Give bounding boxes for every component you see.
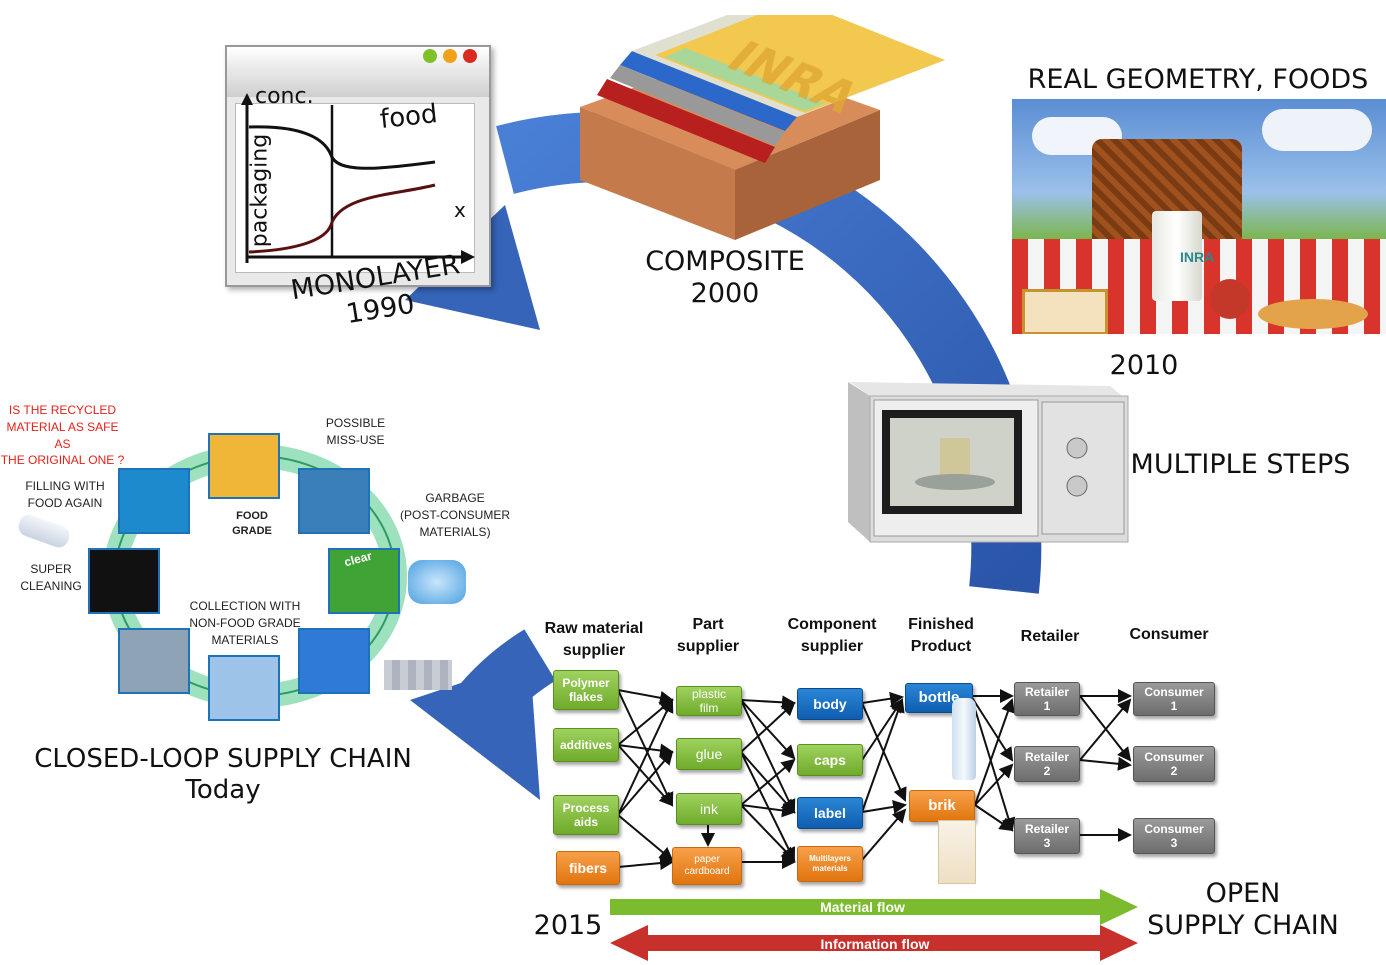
microwave-graphic — [848, 382, 1129, 543]
tile-truck — [298, 628, 370, 694]
col-part-supplier: Part supplier — [676, 616, 740, 655]
composite-label: COMPOSITE — [645, 246, 805, 277]
super-cleaning-label: SUPER CLEANING — [20, 562, 82, 593]
raw-process-aids: Process aids — [553, 795, 619, 835]
component-label: label — [797, 797, 863, 829]
retailer-1: Retailer 1 — [1014, 682, 1080, 716]
plot-ylabel: conc. — [255, 84, 314, 109]
component-body: body — [797, 688, 863, 720]
component-caps: caps — [797, 744, 863, 776]
raw-additives: additives — [553, 728, 619, 762]
closed-loop-today: Today — [185, 775, 261, 806]
retailer-3: Retailer 3 — [1014, 818, 1080, 854]
misuse-label: POSSIBLE MISS-USE — [325, 416, 386, 447]
garbage-label: GARBAGE (POST-CONSUMER MATERIALS) — [400, 491, 511, 539]
composite-year: 2000 — [690, 278, 760, 310]
tile-factory — [118, 628, 190, 694]
composite-title: COMPOSITE 2000 — [620, 246, 830, 311]
monolayer-plot — [241, 93, 475, 264]
composite-layers-graphic — [580, 15, 945, 240]
information-flow-arrow — [610, 925, 1138, 961]
col-raw-material: Raw material supplier — [544, 620, 644, 659]
tile-clear-bin — [328, 548, 400, 614]
bales-icon — [384, 660, 452, 690]
open-supply-chain-title: OPEN SUPPLY CHAIN — [1140, 878, 1346, 943]
raw-polymer-flakes: Polymer flakes — [553, 670, 619, 710]
material-flow-arrow — [610, 889, 1138, 925]
col-finished-product: Finished Product — [908, 616, 974, 655]
safety-question: IS THE RECYCLED MATERIAL AS SAFE AS THE … — [0, 403, 125, 468]
cloud — [1262, 109, 1372, 151]
col-component-supplier: Component supplier — [787, 616, 877, 655]
supply-chain-label: SUPPLY CHAIN — [1147, 910, 1339, 942]
col-consumer: Consumer — [1129, 626, 1209, 643]
crushed-bottles-icon — [408, 560, 466, 604]
closed-loop-title: CLOSED-LOOP SUPPLY CHAIN Today — [18, 744, 428, 806]
collection-label: COLLECTION WITH NON-FOOD GRADE MATERIALS — [189, 599, 301, 647]
pizza — [1258, 299, 1368, 329]
part-plastic-film: plastic film — [676, 686, 742, 716]
tile-jar — [208, 433, 280, 499]
consumer-2: Consumer 2 — [1133, 746, 1215, 782]
food-grade-label: FOOD GRADE — [232, 510, 272, 538]
finished-brik: brik — [909, 790, 975, 822]
year-2015: 2015 — [533, 910, 603, 941]
window-button-green — [423, 49, 437, 63]
tile-plastic-pile — [208, 655, 280, 721]
plot-xlabel: x — [454, 198, 466, 222]
col-retailer: Retailer — [1020, 628, 1080, 645]
cup-brand: INRA — [1180, 249, 1215, 265]
real-geometry-title: REAL GEOMETRY, FOODS — [1027, 64, 1369, 95]
multiple-steps-title: MULTIPLE STEPS — [1130, 449, 1351, 480]
consumer-1: Consumer 1 — [1133, 682, 1215, 716]
raw-fibers: fibers — [556, 851, 620, 885]
plot-area — [235, 103, 475, 273]
water-bottle-icon — [952, 698, 976, 780]
filling-label: FILLING WITH FOOD AGAIN — [25, 479, 105, 510]
information-flow-label: Information flow — [820, 936, 930, 952]
window-button-orange — [443, 49, 457, 63]
open-label: OPEN — [1205, 878, 1281, 909]
tile-filling — [118, 468, 190, 534]
retailer-2: Retailer 2 — [1014, 746, 1080, 782]
milk-brik-icon — [938, 820, 976, 884]
tile-cleaning — [88, 548, 160, 614]
part-glue: glue — [676, 738, 742, 770]
year-2010: 2010 — [1109, 350, 1179, 381]
tile-bottles — [298, 468, 370, 534]
consumer-3: Consumer 3 — [1133, 818, 1215, 854]
bread — [1022, 289, 1108, 334]
picnic-photo: INRA — [1012, 99, 1386, 334]
closed-loop-label: CLOSED-LOOP SUPPLY CHAIN — [34, 744, 412, 774]
flow-arrows — [610, 889, 1138, 961]
material-flow-label: Material flow — [820, 899, 905, 915]
component-multilayers: Multilayers materials — [797, 846, 863, 882]
window-button-red — [463, 49, 477, 63]
monolayer-window — [225, 45, 491, 287]
apple — [1210, 279, 1250, 319]
part-paper-cardboard: paper cardboard — [672, 847, 742, 885]
cup — [1152, 211, 1202, 301]
part-ink: ink — [676, 793, 742, 825]
